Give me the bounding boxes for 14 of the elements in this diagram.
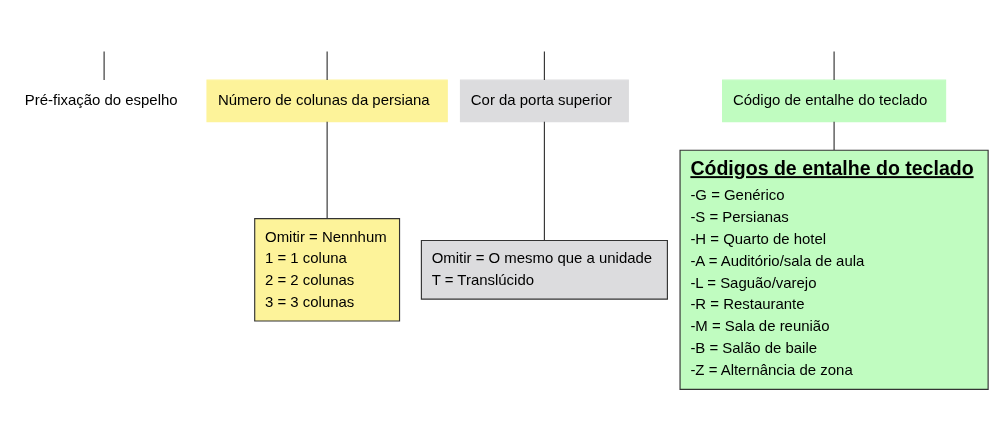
node-box: Omitir = O mesmo que a unidade T = Translúcido — [420, 239, 668, 300]
node-box: Código de entalhe do teclado — [722, 79, 947, 123]
connector — [543, 121, 545, 241]
connector — [833, 121, 835, 151]
connector — [326, 51, 328, 81]
node-box: Omitir = Nennhum 1 = 1 coluna 2 = 2 colunas 3 = 3 colunas — [254, 218, 401, 322]
node-box: Número de colunas da persiana — [206, 79, 448, 123]
node-box: Códigos de entalhe do teclado -G = Genérico -S = Persianas -H = Quarto de hotel -A = Auditório/sala de aula -L = Saguão/varejo -R = Restaurante -M = Sala de reunião -B = Salão de baile -Z = Alternância de zona — [679, 149, 989, 390]
connector — [103, 51, 105, 81]
node-text: Pré-fixação do espelho — [24, 90, 178, 108]
connector — [543, 51, 545, 81]
connector — [326, 121, 328, 220]
connector — [833, 51, 835, 81]
node-box: Cor da porta superior — [459, 79, 629, 123]
